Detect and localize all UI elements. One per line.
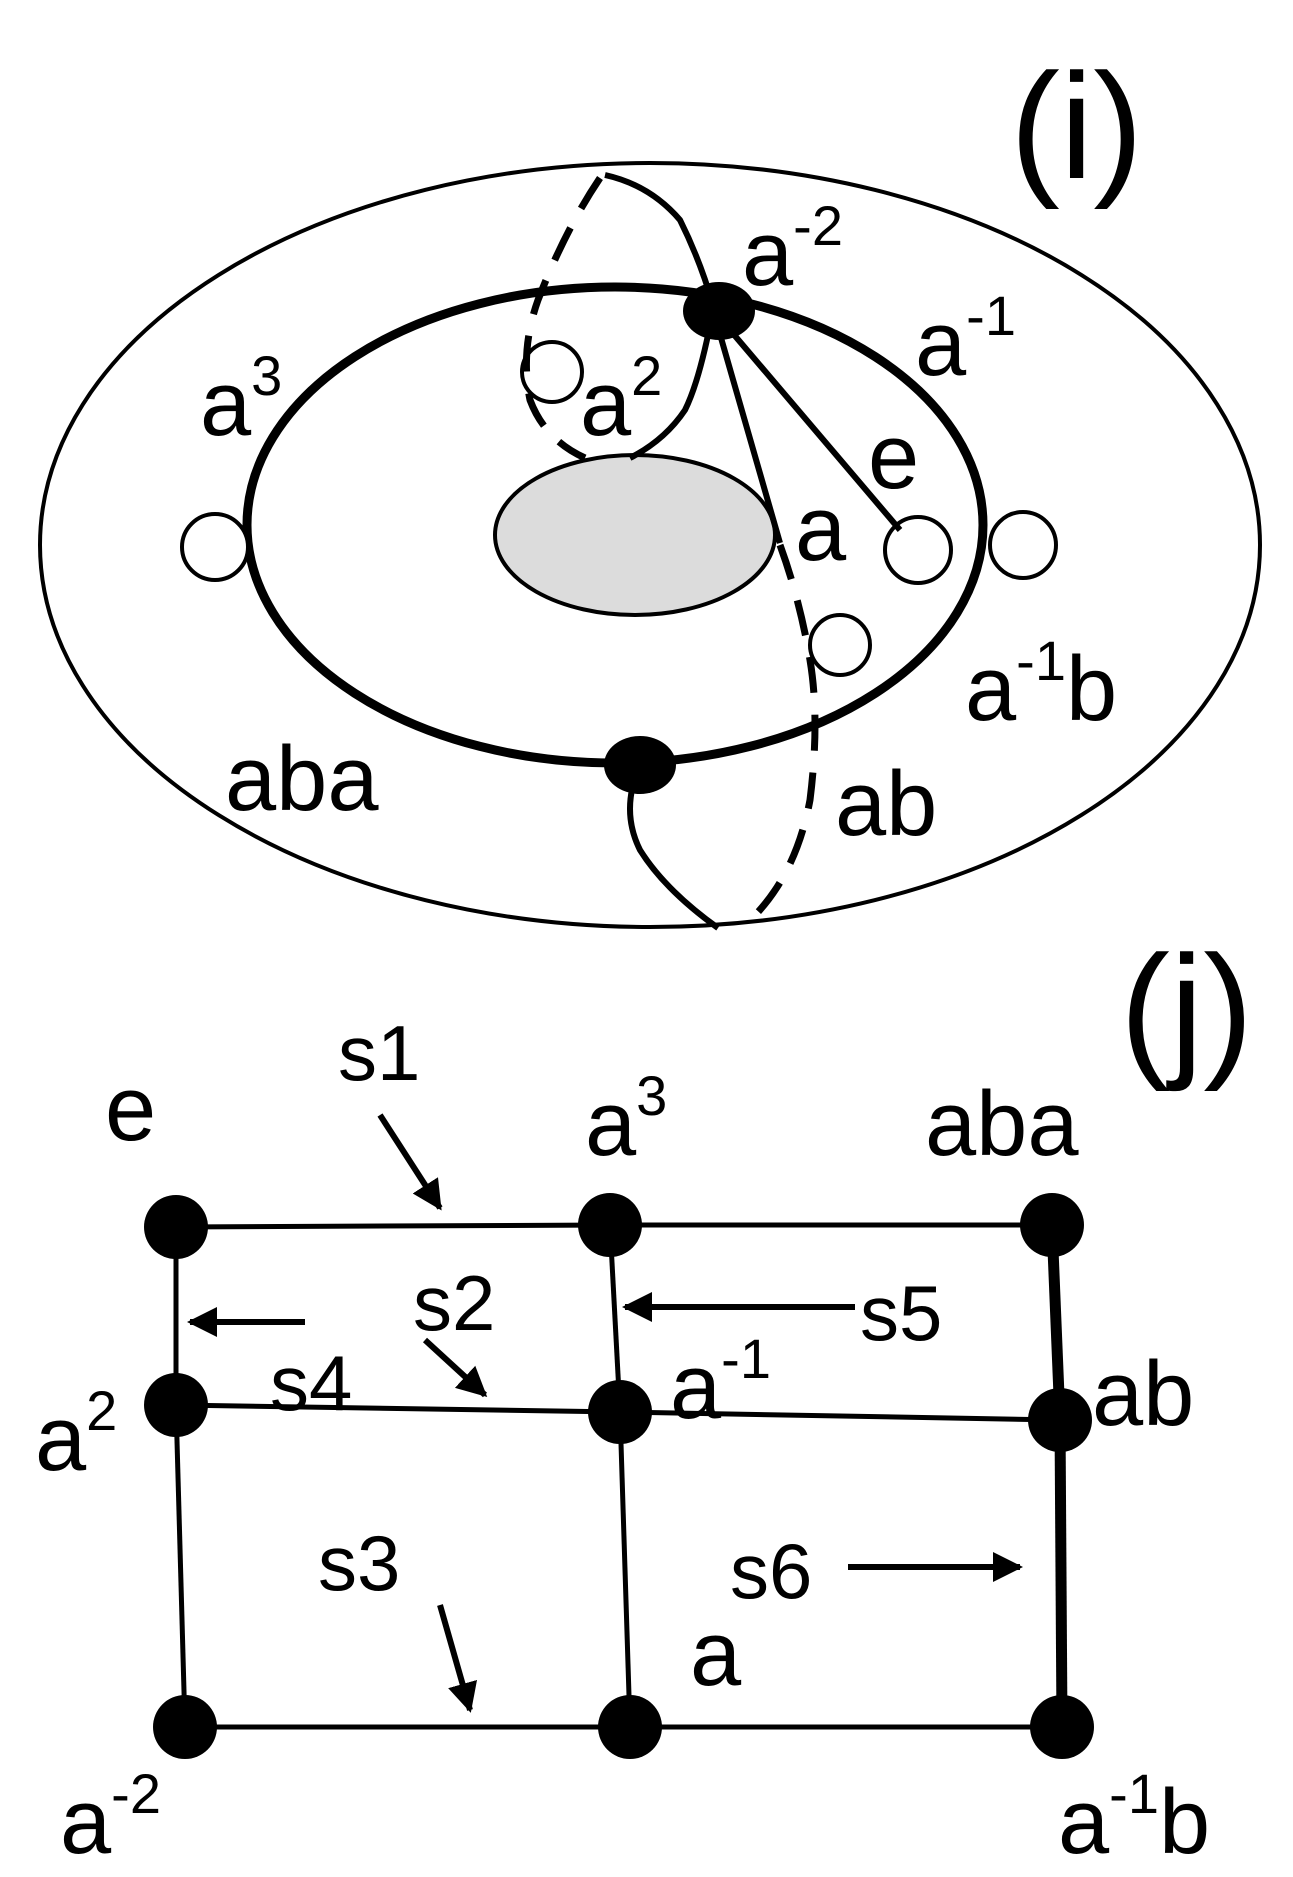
node-a-neg1 (588, 1380, 652, 1444)
node-a3 (578, 1193, 642, 1257)
label-a3-j: a3 (585, 1064, 667, 1175)
arrow-s3 (437, 1604, 478, 1713)
label-e-j: e (105, 1058, 156, 1160)
puncture-a2 (520, 340, 584, 404)
central-hole (493, 453, 777, 617)
path-to-a (710, 309, 783, 544)
panel-i-label: (i) (1010, 42, 1143, 210)
panel-i: (i) a-2 a-1 a3 a2 e a a-1b aba (38, 42, 1262, 931)
edge-a2-aneg1 (175, 1402, 621, 1415)
node-aba (1020, 1193, 1084, 1257)
label-a2-j: a2 (35, 1379, 117, 1490)
label-aba-j: aba (925, 1073, 1079, 1175)
label-aba-i: aba (225, 728, 379, 830)
panel-j: (j) s1 s2 s3 s4 s5 (35, 924, 1253, 1873)
node-a2 (144, 1373, 208, 1437)
edge-aba-ab (1046, 1224, 1066, 1421)
node-e (144, 1195, 208, 1259)
label-a-neg1-j: a-1 (670, 1327, 771, 1438)
vertex-a-neg2-top (683, 282, 755, 340)
path-to-e (710, 308, 903, 532)
vertex-aba-bottom (604, 736, 676, 794)
dashed-top (522, 176, 603, 462)
dashed-right (742, 543, 819, 928)
label-ab-i: ab (835, 753, 937, 855)
edge-ab-aneg1b (1054, 1419, 1068, 1728)
puncture-e (883, 515, 953, 585)
edge-aneg1-ab (619, 1409, 1061, 1423)
label-s2: s2 (413, 1259, 495, 1347)
label-s6: s6 (730, 1527, 812, 1615)
outer-ellipse (38, 161, 1262, 929)
path-top-over (604, 172, 716, 306)
puncture-left (180, 512, 250, 582)
label-a-neg1-i: a-1 (915, 284, 1016, 395)
label-s1: s1 (338, 1009, 420, 1097)
label-a2-i: a2 (580, 344, 662, 455)
label-a-neg2-i: a-2 (742, 194, 843, 305)
label-a-i: a (795, 478, 847, 580)
arrow-s2 (422, 1337, 488, 1398)
label-e-i: e (868, 406, 919, 508)
label-s3: s3 (318, 1519, 400, 1607)
puncture-right-outer (988, 510, 1058, 580)
label-a-neg1-b-j: a-1b (1058, 1762, 1210, 1873)
label-ab-j: ab (1092, 1343, 1194, 1445)
label-a-neg1-b-i: a-1b (965, 629, 1117, 740)
edge-a2-aneg2 (173, 1404, 188, 1728)
node-ab (1028, 1388, 1092, 1452)
edge-aneg1-a (617, 1411, 633, 1728)
path-to-hole (628, 309, 716, 461)
node-a (598, 1695, 662, 1759)
label-a3-i: a3 (200, 344, 282, 455)
puncture-a-neg1b (808, 613, 872, 677)
node-a-neg1-b (1030, 1695, 1094, 1759)
node-a-neg2 (153, 1695, 217, 1759)
arrow-s1 (377, 1113, 443, 1211)
panel-j-label: (j) (1120, 924, 1253, 1092)
label-s4: s4 (270, 1339, 352, 1427)
label-a-neg2-j: a-2 (60, 1762, 161, 1873)
label-s5: s5 (860, 1269, 942, 1357)
label-a-j: a (690, 1603, 742, 1705)
edge-e-a3 (175, 1222, 611, 1230)
